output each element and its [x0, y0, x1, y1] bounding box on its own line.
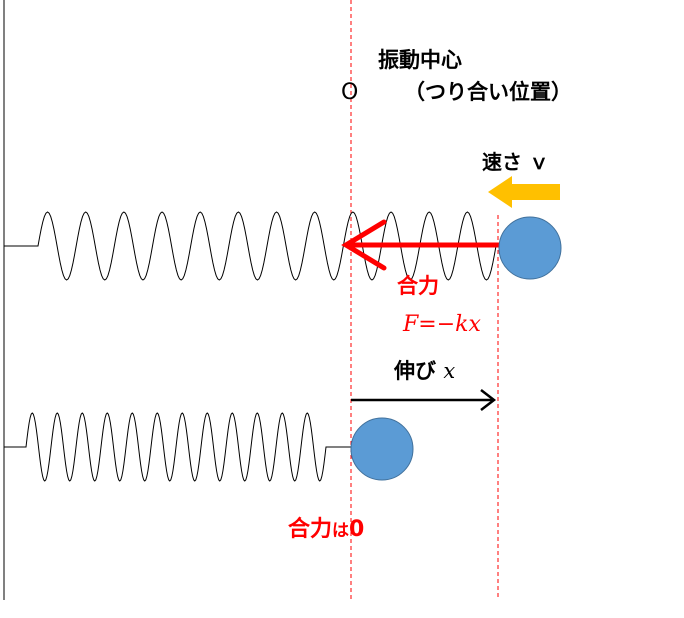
force-equation: F=−kx	[403, 312, 481, 337]
extension-arrow-head	[480, 389, 497, 411]
stretched-spring	[4, 211, 500, 281]
force-arrow-head	[341, 219, 387, 271]
extension-label: 伸び x	[394, 355, 455, 385]
zero-force-zero: 0	[349, 517, 365, 542]
zero-force-ha: は	[332, 521, 350, 541]
speed-label: 速さ ｖ	[482, 150, 549, 174]
extension-variable: x	[443, 359, 456, 383]
zero-force-main: 合力	[288, 517, 333, 542]
velocity-arrow	[488, 176, 560, 208]
origin-label: O	[341, 80, 359, 105]
equilibrium-spring	[4, 412, 351, 482]
net-force-label: 合力	[397, 274, 439, 298]
displaced-ball	[498, 216, 562, 280]
center-subtitle: （つり合い位置）	[404, 80, 572, 104]
equilibrium-ball	[350, 417, 414, 481]
center-title: 振動中心	[378, 48, 462, 72]
zero-force-label: 合力は0	[288, 511, 364, 543]
extension-text: 伸び	[394, 359, 436, 383]
